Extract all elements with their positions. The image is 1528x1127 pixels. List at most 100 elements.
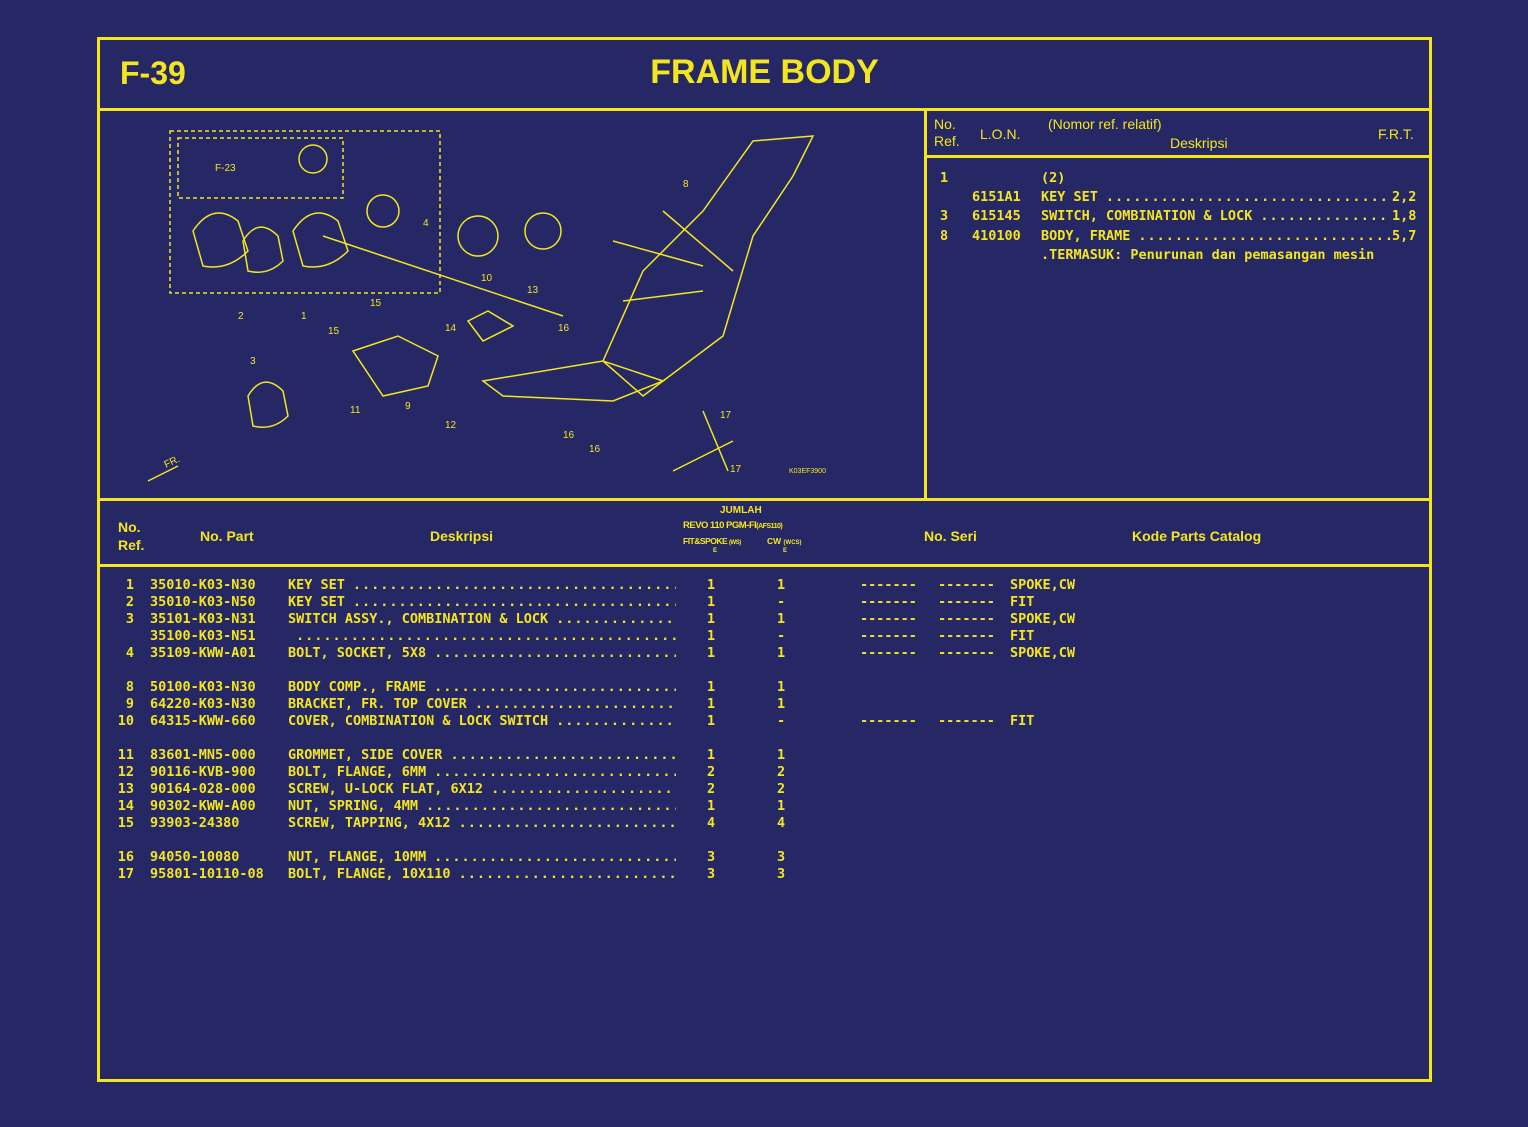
qty-fit-spoke: 1	[707, 696, 716, 712]
catalog-code: SPOKE,CW	[1010, 577, 1076, 593]
serial-to: -------	[938, 611, 995, 627]
qty-cw: -	[777, 628, 786, 644]
serial-to: -------	[938, 713, 995, 729]
qty-cw: 1	[777, 798, 786, 814]
frt-lon: 615145	[972, 208, 1021, 224]
qty-fit-spoke: 1	[707, 798, 716, 814]
part-number: 35101-K03-N31	[150, 611, 256, 627]
ref-no: 3	[125, 611, 134, 627]
qty-fit-spoke: 4	[707, 815, 716, 831]
part-number: 64315-KWW-660	[150, 713, 256, 729]
part-number: 35109-KWW-A01	[150, 645, 256, 661]
callout: 12	[445, 420, 457, 431]
qty-cw: 4	[777, 815, 786, 831]
ref-no: 4	[125, 645, 134, 661]
frt-ref: 8	[940, 228, 949, 244]
qty-fit-spoke: 3	[707, 849, 716, 865]
description: GROMMET, SIDE COVER	[288, 747, 676, 763]
callout: 9	[405, 401, 411, 412]
callout: 8	[683, 179, 689, 190]
ref-no: 1	[125, 577, 134, 593]
parts-header-serial: No. Seri	[924, 528, 977, 544]
part-number: 94050-10080	[150, 849, 240, 865]
part-number: 50100-K03-N30	[150, 679, 256, 695]
qty-cw: 2	[777, 781, 786, 797]
qty-fit-spoke: 1	[707, 679, 716, 695]
frt-ref: 3	[940, 208, 949, 224]
frt-desc: SWITCH, COMBINATION & LOCK	[1041, 208, 1391, 224]
qty-fit-spoke: 1	[707, 628, 716, 644]
qty-cw: -	[777, 594, 786, 610]
ref-no: 11	[117, 747, 134, 763]
qty-cw: -	[777, 713, 786, 729]
divider	[924, 108, 927, 500]
frt-lon: 6151A1	[972, 189, 1021, 205]
ref-no: 14	[117, 798, 134, 814]
callout: 15	[328, 326, 340, 337]
qty-cw: 1	[777, 577, 786, 593]
catalog-code: FIT	[1010, 628, 1035, 644]
serial-from: -------	[860, 594, 917, 610]
description	[288, 628, 676, 644]
ref-no: 13	[117, 781, 134, 797]
description: KEY SET	[288, 594, 676, 610]
qty-fit-spoke: 2	[707, 764, 716, 780]
serial-to: -------	[938, 577, 995, 593]
frt-value: 1,8	[1392, 208, 1417, 224]
serial-to: -------	[938, 594, 995, 610]
exploded-parts-diagram: F-23 FR. K03EF3900 1 2 3 4 8 10 11 9 12 …	[147, 130, 826, 482]
col2-mark: E	[783, 548, 788, 554]
part-number: 64220-K03-N30	[150, 696, 256, 712]
frt-header-relative: (Nomor ref. relatif)	[1048, 116, 1162, 132]
part-number: 93903-24380	[150, 815, 240, 831]
qty-fit-spoke: 3	[707, 866, 716, 882]
callout: 14	[445, 323, 457, 334]
callout: 10	[481, 273, 493, 284]
page-code: F-39	[120, 55, 186, 91]
description: BOLT, FLANGE, 6MM	[288, 764, 676, 780]
qty-cw: 2	[777, 764, 786, 780]
serial-to: -------	[938, 645, 995, 661]
parts-header-part: No. Part	[200, 528, 254, 544]
frt-header-desc: Deskripsi	[1170, 135, 1228, 151]
qty-cw: 3	[777, 866, 786, 882]
qty-fit-spoke: 1	[707, 747, 716, 763]
frt-desc: (2)	[1041, 170, 1066, 186]
description: BOLT, SOCKET, 5X8	[288, 645, 676, 661]
qty-cw: 1	[777, 679, 786, 695]
qty-fit-spoke: 1	[707, 594, 716, 610]
parts-header-model: REVO 110 PGM-FI(AFS110)	[683, 520, 783, 531]
parts-header-col2: CW (WCS)	[767, 536, 802, 546]
description: NUT, SPRING, 4MM	[288, 798, 676, 814]
callout: 1	[301, 311, 307, 322]
callout: 16	[558, 323, 570, 334]
drawing-code: K03EF3900	[789, 468, 826, 475]
qty-fit-spoke: 1	[707, 577, 716, 593]
part-number: 95801-10110-08	[150, 866, 264, 882]
frt-value: 5,7	[1392, 228, 1417, 244]
ref-no: 9	[125, 696, 134, 712]
callout: 13	[527, 285, 539, 296]
qty-cw: 1	[777, 611, 786, 627]
parts-header-desc: Deskripsi	[430, 528, 494, 544]
ref-label: F-23	[215, 163, 236, 174]
frt-header-lon: L.O.N.	[980, 126, 1021, 142]
ref-no: 12	[117, 764, 134, 780]
parts-header-no-ref: No.Ref.	[118, 519, 145, 553]
catalog-code: SPOKE,CW	[1010, 645, 1076, 661]
serial-from: -------	[860, 628, 917, 644]
serial-to: -------	[938, 628, 995, 644]
frt-desc: KEY SET	[1041, 189, 1391, 205]
qty-cw: 3	[777, 849, 786, 865]
front-label: FR.	[163, 454, 182, 471]
qty-fit-spoke: 1	[707, 713, 716, 729]
callout: 17	[720, 410, 732, 421]
callout: 3	[250, 356, 256, 367]
qty-cw: 1	[777, 747, 786, 763]
qty-fit-spoke: 1	[707, 611, 716, 627]
part-number: 90302-KWW-A00	[150, 798, 256, 814]
part-number: 35100-K03-N51	[150, 628, 256, 644]
catalog-code: SPOKE,CW	[1010, 611, 1076, 627]
callout: 15	[370, 298, 382, 309]
ref-no: 17	[117, 866, 134, 882]
